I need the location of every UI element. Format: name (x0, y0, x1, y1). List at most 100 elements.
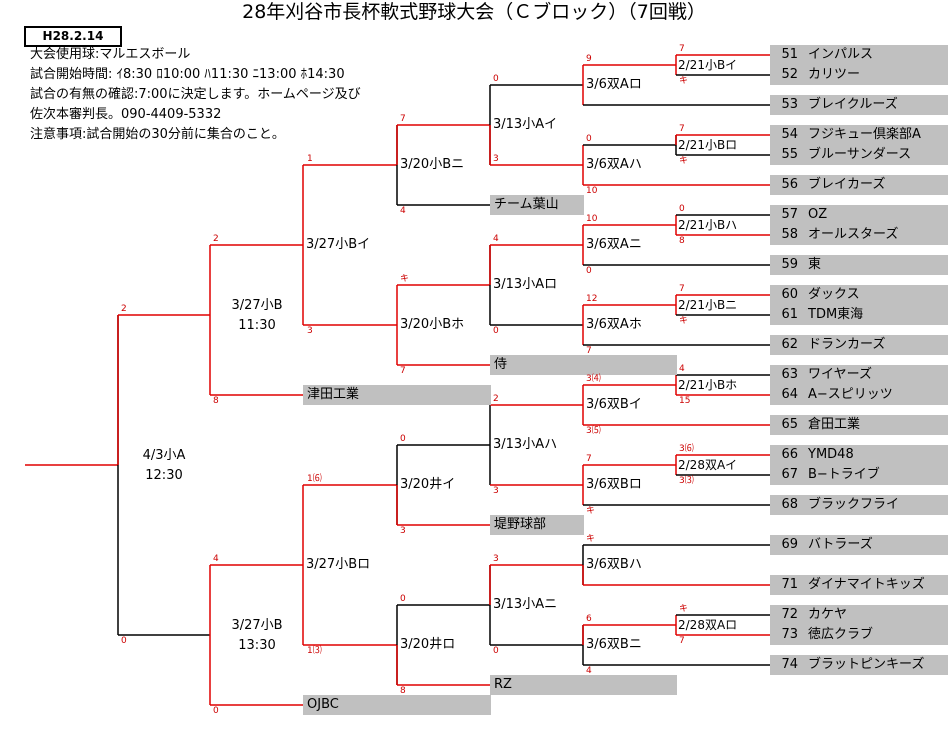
team-name: ブルーサンダース (808, 147, 912, 162)
team-row: 63 ワイヤーズ (770, 365, 948, 385)
score: 7 (679, 284, 685, 294)
score: 3⑸ (586, 426, 601, 436)
score: 2 (121, 304, 127, 314)
score: 4 (213, 554, 219, 564)
semi-date: 3/27小B (231, 618, 283, 633)
match-label: 3/6双Bニ (586, 637, 642, 652)
team-number: 62 (781, 337, 798, 352)
score: 7 (400, 366, 406, 376)
team-name: ワイヤーズ (808, 367, 872, 382)
score: 3 (400, 526, 406, 536)
match-label: 3/27小Bイ (306, 237, 371, 252)
match-label: 3/6双Aホ (586, 317, 642, 332)
score: 3 (493, 554, 499, 564)
team-number: 67 (781, 467, 798, 482)
team-name: ダックス (808, 287, 860, 302)
score: 7 (586, 346, 592, 356)
score: 0 (493, 646, 499, 656)
team-name: ドランカーズ (808, 337, 886, 352)
seed-team: 堤野球部 (490, 515, 584, 535)
team-row: 67 B−トライブ (770, 465, 948, 485)
score: 15 (679, 396, 691, 406)
match-label: 3/20小Bニ (400, 157, 465, 172)
team-number: 56 (781, 177, 798, 192)
seed-team: RZ (490, 675, 677, 695)
score: 3 (493, 486, 499, 496)
info-confirmation: 試合の有無の確認:7:00に決定します。ホームページ及び (30, 87, 361, 102)
team-name: バトラーズ (808, 537, 873, 552)
page-title: 28年刈谷市長杯軟式野球大会（Ｃブロック）（7回戦） (242, 1, 706, 23)
score: 0 (213, 706, 219, 716)
match-label: 3/13小Aハ (493, 437, 558, 452)
score: 8 (679, 236, 685, 246)
score: 9 (586, 54, 592, 64)
score: 4 (679, 364, 685, 374)
score: 0 (400, 434, 406, 444)
team-name: A−スピリッツ (808, 387, 893, 402)
final-time: 12:30 (145, 468, 183, 483)
score: 4 (586, 666, 592, 676)
team-number: 63 (781, 367, 798, 382)
match-label: 2/21小Bホ (678, 378, 738, 392)
match-label: 3/20井イ (400, 477, 456, 492)
team-row: 56 ブレイカーズ (770, 175, 948, 195)
match-label: 3/6双Bイ (586, 397, 642, 412)
score: 3⑶ (679, 476, 694, 486)
team-number: 74 (781, 657, 798, 672)
info-ball: 大会使用球:マルエスボール (30, 47, 191, 62)
team-number: 61 (781, 307, 798, 322)
team-name: ブラットピンキーズ (808, 657, 925, 672)
seed-team: 津田工業 (303, 385, 491, 405)
team-name: オールスターズ (808, 227, 899, 242)
match-label: 3/6双Bハ (586, 557, 642, 572)
team-name: ブレイカーズ (808, 177, 886, 192)
score: 0 (586, 134, 592, 144)
team-number: 59 (781, 257, 798, 272)
score: 4 (493, 234, 499, 244)
match-label: 2/21小Bイ (678, 58, 738, 72)
match-label: 3/13小Aロ (493, 277, 558, 292)
match-label: 3/6双Aハ (586, 157, 642, 172)
team-number: 71 (781, 577, 798, 592)
match-label: 3/20井ロ (400, 637, 456, 652)
match-label: 3/6双Aロ (586, 77, 642, 92)
match-label: 3/13小Aイ (493, 117, 558, 132)
team-name: ダイナマイトキッズ (808, 577, 925, 592)
score: 7 (679, 44, 685, 54)
team-number: 69 (781, 537, 798, 552)
score: 3 (493, 154, 499, 164)
team-name: インパルス (808, 47, 874, 62)
score: 0 (121, 636, 127, 646)
score: 0 (679, 204, 685, 214)
team-row: 74 ブラットピンキーズ (770, 655, 948, 675)
match-label: 2/28双Aロ (678, 618, 738, 632)
score: 4 (400, 206, 406, 216)
team-row: 71 ダイナマイトキッズ (770, 575, 948, 595)
seed-team: 侍 (490, 355, 677, 375)
score: 7 (679, 124, 685, 134)
score: キ (586, 506, 596, 516)
match-label: 3/27小Bロ (306, 557, 371, 572)
team-name: B−トライブ (808, 467, 880, 482)
team-number: 68 (781, 497, 798, 512)
score: 10 (586, 186, 598, 196)
team-number: 52 (781, 67, 798, 82)
score: キ (679, 76, 689, 86)
match-label: 2/28双Aイ (678, 458, 738, 472)
score: 3 (307, 326, 313, 336)
semi-time: 13:30 (238, 638, 276, 653)
match-label: 3/6双Bロ (586, 477, 642, 492)
team-number: 57 (781, 207, 798, 222)
team-name: 東 (808, 257, 822, 272)
team-number: 72 (781, 607, 798, 622)
